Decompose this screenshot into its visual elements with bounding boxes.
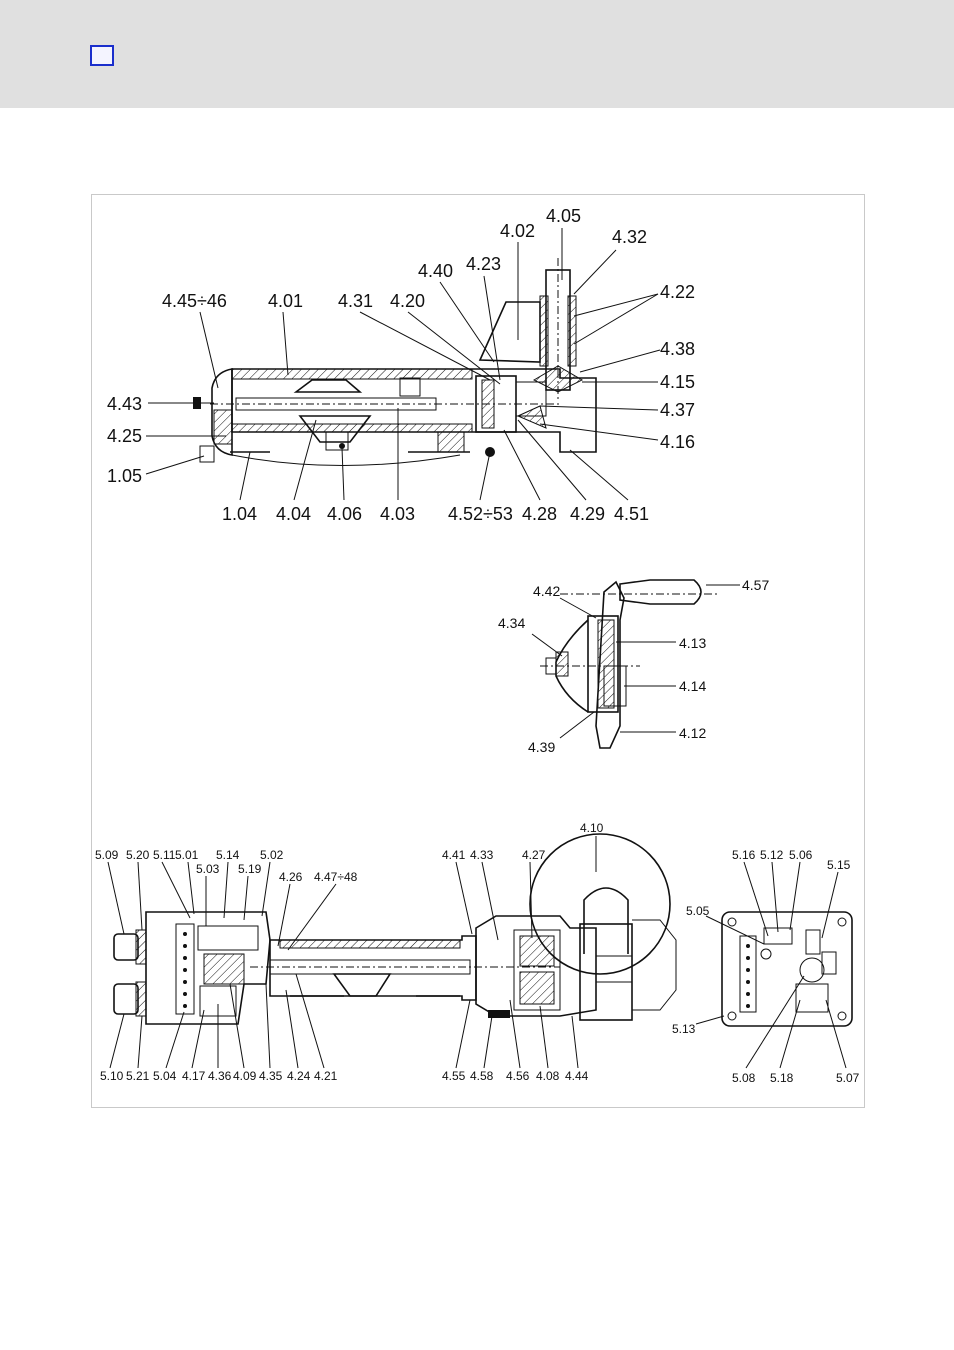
label-5-09: 5.09 <box>95 848 119 862</box>
handwheel-section <box>531 579 740 749</box>
label-4-57: 4.57 <box>742 577 769 593</box>
label-4-42: 4.42 <box>533 583 560 599</box>
label-4-06: 4.06 <box>327 504 362 524</box>
label-4-12: 4.12 <box>679 725 706 741</box>
label-4-03: 4.03 <box>380 504 415 524</box>
label-4-38: 4.38 <box>660 339 695 359</box>
label-5-19: 5.19 <box>238 862 262 876</box>
actuator-section-top <box>193 258 597 466</box>
label-4-29: 4.29 <box>570 504 605 524</box>
label-4-24: 4.24 <box>287 1069 311 1083</box>
label-4-08: 4.08 <box>536 1069 560 1083</box>
label-5-06: 5.06 <box>789 848 813 862</box>
label-4-31: 4.31 <box>338 291 373 311</box>
label-4-10: 4.10 <box>580 821 604 835</box>
label-4-37: 4.37 <box>660 400 695 420</box>
label-5-15: 5.15 <box>827 858 851 872</box>
terminal-box-labels: 5.16 5.12 5.06 5.15 5.05 5.13 5.08 5.18 … <box>672 848 860 1085</box>
label-5-18: 5.18 <box>770 1071 794 1085</box>
label-5-16: 5.16 <box>732 848 756 862</box>
label-5-01: 5.01 <box>175 848 199 862</box>
label-4-56: 4.56 <box>506 1069 530 1083</box>
label-5-12: 5.12 <box>760 848 784 862</box>
label-5-13: 5.13 <box>672 1022 696 1036</box>
label-4-20: 4.20 <box>390 291 425 311</box>
label-4-55: 4.55 <box>442 1069 466 1083</box>
label-4-01: 4.01 <box>268 291 303 311</box>
label-4-16: 4.16 <box>660 432 695 452</box>
actuator-assembly-bottom <box>113 833 677 1025</box>
label-4-52-53: 4.52÷53 <box>448 504 513 524</box>
label-4-05: 4.05 <box>546 206 581 226</box>
label-4-41: 4.41 <box>442 848 466 862</box>
top-view-leaders <box>145 228 661 501</box>
label-4-23: 4.23 <box>466 254 501 274</box>
terminal-box-front <box>721 911 853 1027</box>
label-5-11: 5.11 <box>153 848 176 862</box>
section-marker-box <box>90 45 114 66</box>
label-4-26: 4.26 <box>279 870 303 884</box>
header-band <box>0 0 954 108</box>
label-4-04: 4.04 <box>276 504 311 524</box>
bottom-leaders <box>107 836 847 1069</box>
label-4-28: 4.28 <box>522 504 557 524</box>
label-4-51: 4.51 <box>614 504 649 524</box>
label-4-43: 4.43 <box>107 394 142 414</box>
label-4-34: 4.34 <box>498 615 525 631</box>
bottom-labels: 5.09 5.20 5.11 5.01 5.03 5.14 5.19 5.02 … <box>95 821 604 1083</box>
label-1-04: 1.04 <box>222 504 257 524</box>
label-5-05: 5.05 <box>686 904 710 918</box>
label-4-44: 4.44 <box>565 1069 589 1083</box>
top-view-labels: 4.45÷46 4.01 4.31 4.20 4.40 4.23 4.02 4.… <box>107 206 695 524</box>
label-4-09: 4.09 <box>233 1069 257 1083</box>
label-5-07: 5.07 <box>836 1071 860 1085</box>
label-4-02: 4.02 <box>500 221 535 241</box>
label-4-21: 4.21 <box>314 1069 338 1083</box>
label-4-32: 4.32 <box>612 227 647 247</box>
label-4-45-46: 4.45÷46 <box>162 291 227 311</box>
label-5-14: 5.14 <box>216 848 240 862</box>
label-4-25: 4.25 <box>107 426 142 446</box>
label-4-14: 4.14 <box>679 678 706 694</box>
label-5-08: 5.08 <box>732 1071 756 1085</box>
label-4-15: 4.15 <box>660 372 695 392</box>
label-4-33: 4.33 <box>470 848 494 862</box>
label-5-04: 5.04 <box>153 1069 177 1083</box>
label-4-58: 4.58 <box>470 1069 494 1083</box>
label-5-02: 5.02 <box>260 848 284 862</box>
label-4-40: 4.40 <box>418 261 453 281</box>
label-4-36: 4.36 <box>208 1069 232 1083</box>
label-4-47-48: 4.47÷48 <box>314 870 358 884</box>
label-5-21: 5.21 <box>126 1069 150 1083</box>
label-4-35: 4.35 <box>259 1069 283 1083</box>
label-5-20: 5.20 <box>126 848 150 862</box>
label-4-22: 4.22 <box>660 282 695 302</box>
label-4-17: 4.17 <box>182 1069 206 1083</box>
handwheel-labels: 4.42 4.57 4.34 4.13 4.14 4.39 4.12 <box>498 577 769 755</box>
label-4-27: 4.27 <box>522 848 546 862</box>
label-4-13: 4.13 <box>679 635 706 651</box>
label-5-03: 5.03 <box>196 862 220 876</box>
label-5-10: 5.10 <box>100 1069 124 1083</box>
label-1-05: 1.05 <box>107 466 142 486</box>
label-4-39: 4.39 <box>528 739 555 755</box>
